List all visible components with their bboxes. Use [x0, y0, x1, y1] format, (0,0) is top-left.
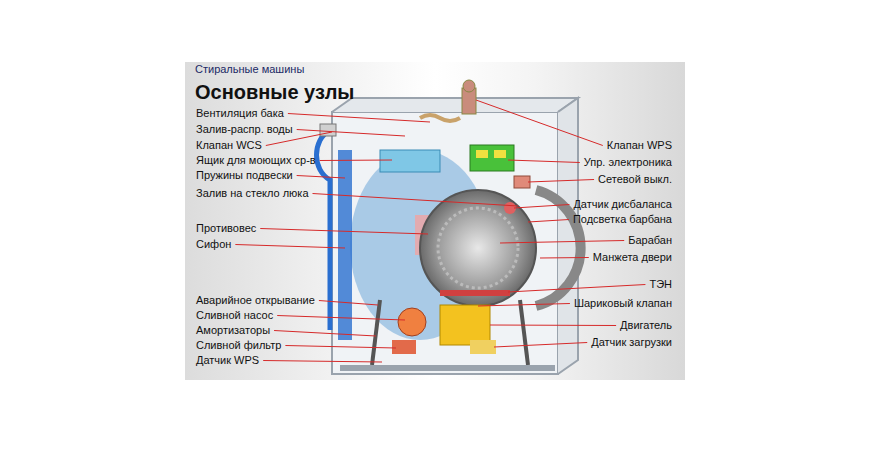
part-label: Сетевой выкл.	[598, 173, 672, 186]
leader-line	[478, 304, 570, 307]
leader-line	[297, 176, 345, 179]
leader-line	[277, 316, 405, 321]
leader-line	[508, 285, 645, 293]
part-label: Залив на стекло люка	[196, 187, 309, 200]
part-label: Упр. электроника	[584, 156, 672, 169]
part-label: Шариковый клапан	[574, 297, 672, 310]
leader-line	[508, 160, 580, 163]
part-label: Барабан	[628, 234, 672, 247]
leader-line	[263, 361, 382, 363]
part-label: Клапан WCS	[196, 139, 262, 152]
leader-line	[540, 257, 589, 259]
part-label: Подсветка барбана	[573, 213, 672, 226]
leader-line	[476, 100, 603, 146]
leader-line	[288, 114, 430, 123]
part-label: Амортизаторы	[196, 324, 270, 337]
diagram-title: Основные узлы	[195, 80, 354, 104]
part-label: Сливной насос	[196, 309, 273, 322]
part-label: Датчик WPS	[196, 354, 259, 367]
part-label: Залив-распр. воды	[196, 123, 293, 136]
leader-line	[490, 325, 616, 327]
part-label: ТЭН	[649, 278, 672, 291]
leader-line	[297, 130, 405, 137]
leader-line	[494, 343, 587, 348]
leader-line	[528, 180, 594, 183]
leader-line	[274, 331, 376, 337]
part-label: Сливной фильтр	[196, 339, 281, 352]
leader-line	[285, 346, 396, 349]
leader-line	[500, 241, 624, 244]
leader-line	[235, 245, 345, 249]
leader-line	[260, 229, 428, 235]
part-label: Датчик дисбаланса	[573, 198, 672, 211]
part-label: Датчик загрузки	[591, 336, 672, 349]
part-label: Противовес	[196, 222, 256, 235]
part-label: Аварийное открывание	[196, 294, 315, 307]
part-label: Клапан WPS	[607, 139, 672, 152]
subtitle-label: Стиральные машины	[195, 63, 304, 76]
leader-line	[514, 205, 569, 209]
leader-line	[313, 194, 519, 207]
part-label: Сифон	[196, 238, 231, 251]
part-label: Ящик для моющих ср-в	[196, 154, 316, 167]
leader-line	[319, 301, 378, 306]
part-label: Вентиляция бака	[196, 107, 284, 120]
leader-line	[320, 160, 392, 162]
leader-line	[528, 220, 569, 223]
part-label: Двигатель	[620, 319, 672, 332]
part-label: Пружины подвески	[196, 169, 293, 182]
part-label: Манжета двери	[593, 251, 672, 264]
